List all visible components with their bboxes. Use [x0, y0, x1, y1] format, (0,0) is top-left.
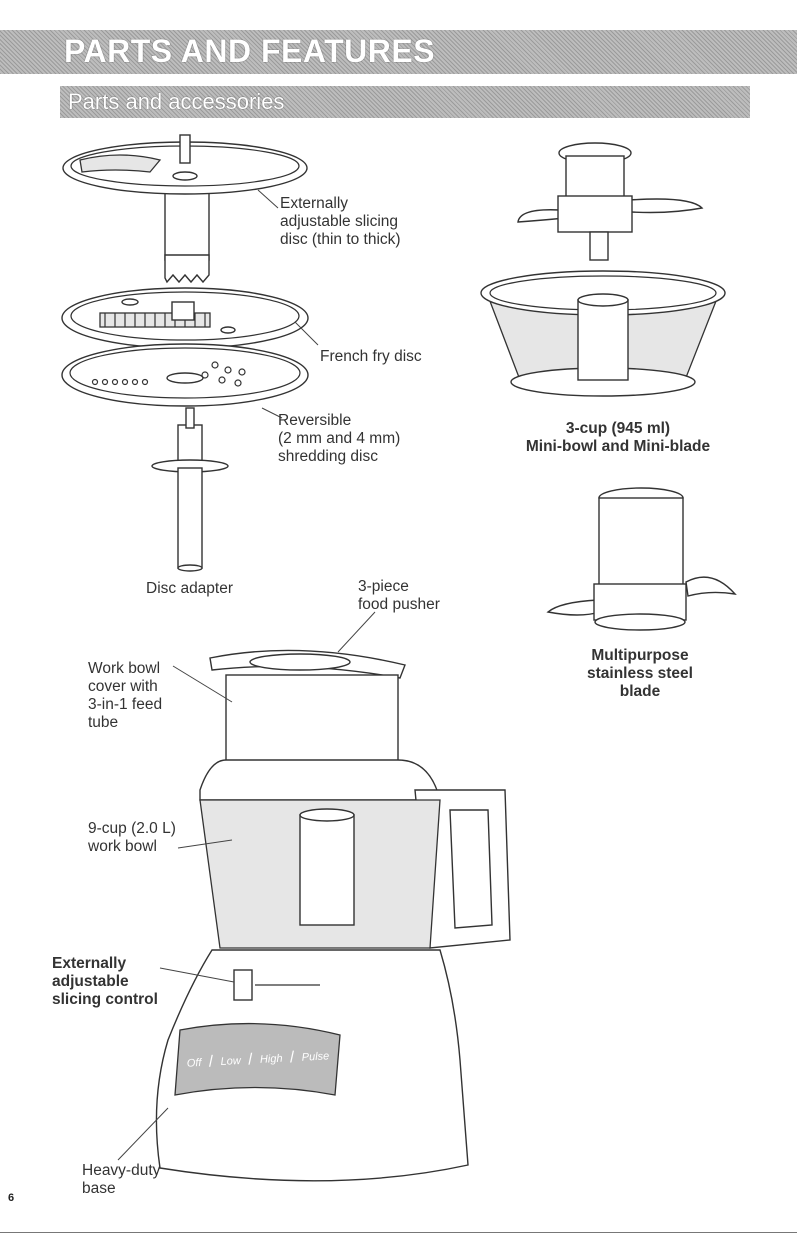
disc-adapter-label: Disc adapter	[146, 580, 234, 597]
slicing-control-label: Externally adjustable slicing control	[52, 955, 158, 1008]
shredding-disc-illustration	[61, 343, 309, 407]
shredding-disc-label: Reversible (2 mm and 4 mm) shredding dis…	[278, 412, 401, 465]
high-button[interactable]: High	[259, 1052, 283, 1066]
multipurpose-blade-illustration	[546, 487, 737, 631]
french-fry-disc-illustration	[61, 287, 309, 349]
page-number: 6	[8, 1192, 15, 1204]
mini-blade-illustration	[517, 142, 704, 261]
french-fry-disc-label: French fry disc	[320, 348, 422, 365]
control-panel: Off / Low / High / Pulse	[186, 1049, 330, 1071]
food-pusher-label: 3-piece food pusher	[358, 578, 440, 613]
off-button[interactable]: Off	[186, 1056, 202, 1070]
slicing-disc-illustration	[62, 134, 308, 284]
leader-lines	[117, 189, 376, 1161]
work-bowl-label: 9-cup (2.0 L) work bowl	[88, 820, 176, 855]
title-bar	[0, 30, 797, 74]
mini-bowl-label: 3-cup (945 ml) Mini-bowl and Mini-blade	[525, 420, 711, 455]
base-label: Heavy-duty base	[82, 1162, 161, 1197]
multipurpose-blade-label: Multipurpose stainless steel blade	[587, 647, 693, 700]
pulse-button[interactable]: Pulse	[301, 1050, 330, 1064]
bottom-rule	[0, 1232, 797, 1233]
mini-bowl-illustration	[480, 270, 726, 397]
subtitle-bar	[60, 86, 750, 118]
disc-adapter-illustration	[151, 407, 229, 572]
work-bowl-cover-label: Work bowl cover with 3-in-1 feed tube	[88, 660, 163, 731]
food-processor-illustration	[155, 649, 511, 1182]
slicing-disc-label: Externally adjustable slicing disc (thin…	[280, 195, 401, 248]
section-subtitle: Parts and accessories	[68, 89, 285, 114]
low-button[interactable]: Low	[220, 1054, 242, 1068]
page-title: PARTS AND FEATURES	[64, 33, 436, 69]
